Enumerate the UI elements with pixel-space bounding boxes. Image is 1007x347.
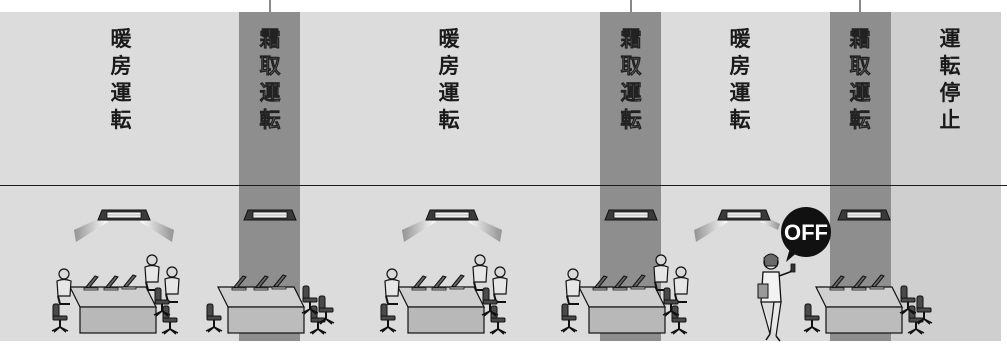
ceiling-line [0, 185, 1007, 186]
ac-unit-icon [604, 209, 658, 221]
panel-stop [891, 12, 1001, 341]
warm-air-left-3 [694, 217, 728, 242]
warm-air-right-1 [140, 217, 174, 242]
off-bubble-text: OFF [784, 220, 828, 245]
label-defrost-2: 霜取運転 [620, 27, 642, 133]
label-stop: 運転停止 [939, 27, 961, 132]
office-desk-group-icon [380, 255, 507, 334]
off-speech-bubble: OFF [781, 207, 831, 262]
warm-air-right-2 [468, 217, 502, 242]
label-heating-3: 暖房運転 [729, 27, 751, 132]
ac-unit-icon [97, 209, 151, 221]
label-defrost-1: 霜取運転 [259, 27, 281, 133]
warm-air-left-2 [402, 217, 436, 242]
panel-heating-2 [300, 12, 600, 341]
panel-heating-3 [661, 12, 830, 341]
ac-unit-icon [717, 209, 771, 221]
label-heating-2: 暖房運転 [438, 27, 460, 132]
panel-heating-1 [0, 12, 239, 341]
warm-air-left-1 [74, 217, 108, 242]
person-with-remote-icon [757, 253, 796, 342]
ac-unit-icon [837, 209, 891, 221]
office-desk-group-empty-icon [206, 275, 334, 334]
ac-unit-icon [243, 209, 297, 221]
panel-defrost-3 [830, 12, 891, 341]
panel-defrost-1 [239, 12, 300, 341]
office-desk-group-empty-icon [804, 275, 932, 334]
label-heating-1: 暖房運転 [110, 27, 132, 132]
label-defrost-3: 霜取運転 [849, 27, 871, 133]
ac-unit-icon [425, 209, 479, 221]
office-desk-group-icon [561, 255, 688, 334]
panel-defrost-2 [600, 12, 661, 341]
office-desk-group-icon [52, 255, 179, 334]
